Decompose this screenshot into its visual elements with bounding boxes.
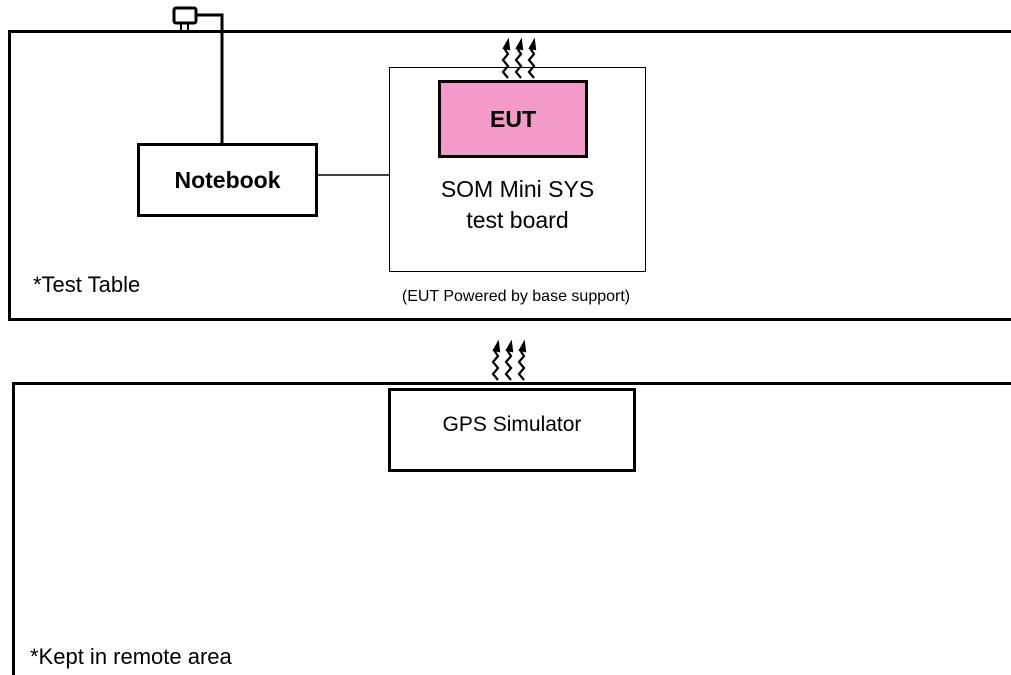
- remote-area-frame: [12, 382, 1011, 675]
- rf-signal-icon-gps: [491, 339, 527, 381]
- eut-box: EUT: [438, 80, 588, 158]
- board-label-line1: SOM Mini SYS: [440, 176, 595, 202]
- notebook-label: Notebook: [174, 166, 281, 193]
- board-label-line2: test board: [466, 207, 569, 233]
- remote-area-label: *Kept in remote area: [30, 644, 232, 669]
- eut-label: EUT: [490, 105, 536, 132]
- notebook-box: Notebook: [137, 143, 318, 217]
- som-test-board: [389, 67, 646, 272]
- power-note: (EUT Powered by base support): [401, 288, 631, 305]
- test-table-frame: [8, 30, 1011, 321]
- test-table-label: *Test Table: [33, 272, 141, 297]
- board-label: SOM Mini SYS test board: [389, 174, 646, 236]
- gps-simulator-label: GPS Simulator: [442, 413, 582, 436]
- gps-simulator-box: GPS Simulator: [388, 388, 636, 472]
